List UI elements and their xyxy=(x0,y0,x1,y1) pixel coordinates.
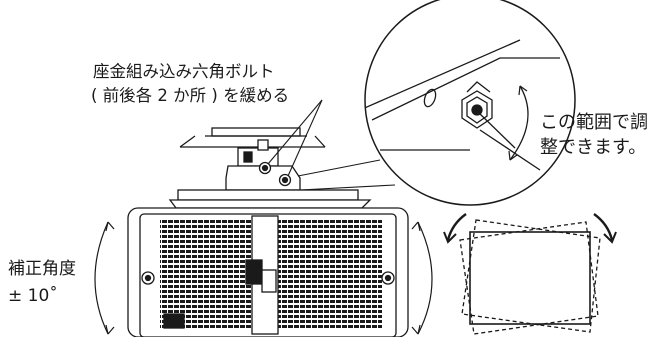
correction-angle-label: 補正角度 xyxy=(8,259,76,279)
correction-angle-value: ± 10˚ xyxy=(8,286,58,306)
projected-image xyxy=(469,231,591,325)
mount-base-plate xyxy=(177,189,359,201)
curved-arrow-icon xyxy=(411,221,433,335)
range-label-line2: 整できます。 xyxy=(540,137,647,158)
range-label-line1: この範囲で調 xyxy=(540,112,648,133)
vent-grill-left xyxy=(160,218,252,330)
screw-icon xyxy=(381,271,395,285)
hex-bolt-icon xyxy=(278,173,292,187)
tilt-arrow-icon xyxy=(443,213,467,244)
bolt-leader-lines xyxy=(267,99,323,177)
zoom-circle xyxy=(297,0,576,206)
curved-arrow-icon xyxy=(94,221,115,335)
curved-arrow-icon xyxy=(508,85,528,161)
hex-bolt-icon xyxy=(258,161,272,175)
bolt-label-line1: 座金組み込み六角ボルト xyxy=(93,62,275,81)
vent-grill-right xyxy=(278,218,382,330)
projector-body xyxy=(127,207,409,338)
center-latch xyxy=(245,259,263,285)
tilt-arrow-icon xyxy=(593,213,617,244)
screw-icon xyxy=(141,271,155,285)
image-tilt-illustration xyxy=(459,219,601,335)
mount-top-plate xyxy=(211,127,301,137)
tilted-image-ccw xyxy=(459,221,599,335)
bolt-label-line2: ( 前後各 2 か所 ) を緩める xyxy=(91,86,290,105)
